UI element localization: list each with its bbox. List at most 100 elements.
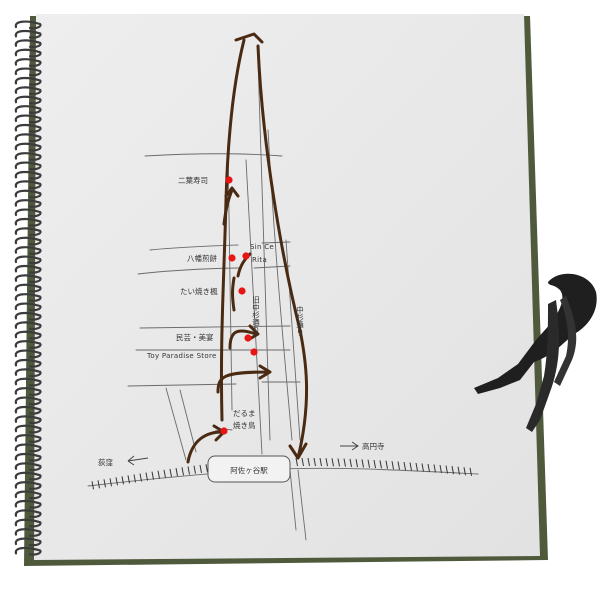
label-west-ogikubo: 荻窪 xyxy=(98,457,113,467)
rail-tie xyxy=(469,467,472,476)
rail-tie xyxy=(325,458,328,467)
spiral-coil xyxy=(14,170,42,180)
rail-tie xyxy=(427,463,430,473)
rail-tie xyxy=(139,473,142,482)
spiral-coil xyxy=(14,67,42,77)
walking-route xyxy=(186,32,309,464)
spiral-coil xyxy=(14,39,42,49)
rail-tie xyxy=(169,468,172,478)
west-arrow-icon xyxy=(127,455,149,466)
spiral-coil xyxy=(14,509,42,519)
spiral-coil xyxy=(14,95,42,105)
label-daruma-1: だるま xyxy=(233,409,256,418)
rail-tie xyxy=(367,459,370,468)
spiral-coil xyxy=(14,114,42,124)
spiral-coil xyxy=(14,311,42,321)
spiral-coil xyxy=(14,161,42,171)
spiral-coil xyxy=(14,264,42,274)
spiral-coil xyxy=(14,152,42,161)
rail-tie xyxy=(439,464,442,474)
rail-tie xyxy=(403,461,406,471)
label-taiyaki: たい焼き楓 xyxy=(180,286,218,296)
spiral-coil xyxy=(14,199,42,208)
spiral-coil xyxy=(14,274,42,284)
rail-tie xyxy=(391,461,394,470)
rail-tie xyxy=(379,460,382,469)
spiral-coil xyxy=(14,349,42,359)
spiral-coil xyxy=(14,105,42,114)
rail-tie xyxy=(145,472,148,481)
rail-tie xyxy=(133,474,136,483)
rail-tie xyxy=(421,463,424,472)
spiral-coil xyxy=(14,302,42,312)
east-arrow-icon xyxy=(340,441,359,451)
spiral-coil xyxy=(14,396,42,406)
rail-tie xyxy=(415,462,418,472)
spiral-coil xyxy=(14,490,42,500)
rail-tie xyxy=(157,470,160,479)
spiral-coil xyxy=(14,546,42,556)
spiral-coil xyxy=(14,481,42,490)
spiral-coil xyxy=(14,293,42,302)
rail-tie xyxy=(457,466,460,475)
spiral-coil xyxy=(14,358,42,368)
route-branch-2 xyxy=(216,364,272,394)
rail-tie xyxy=(433,464,436,473)
rail-tie xyxy=(397,461,400,470)
rail-tie xyxy=(115,477,118,486)
rail-tie xyxy=(319,457,322,467)
label-minami-biyo: 民芸・美宴 xyxy=(176,332,214,342)
rail-tie xyxy=(337,458,340,467)
rail-tie xyxy=(295,457,298,467)
label-toy-paradise: Toy Paradise Store xyxy=(146,352,217,360)
rail-tie xyxy=(445,465,448,474)
spiral-coil xyxy=(14,283,42,293)
spiral-coil xyxy=(14,434,42,443)
spiral-coil xyxy=(14,217,42,227)
marker-minami-biyo xyxy=(244,334,252,342)
marker-taiyaki xyxy=(238,287,246,295)
rail-tie xyxy=(343,458,346,467)
spiral-coil xyxy=(14,208,42,218)
rail-tie xyxy=(181,467,184,476)
direction-east: 高円寺 xyxy=(340,441,385,451)
rail-tie xyxy=(109,478,112,487)
spiral-coil xyxy=(14,227,42,237)
rail-tie xyxy=(121,476,124,485)
spiral-coil xyxy=(14,387,42,396)
rail-tie xyxy=(307,457,310,467)
rail-tie xyxy=(175,468,178,477)
spiral-coil xyxy=(14,20,42,30)
label-nakasugi-street: 中杉通り xyxy=(295,305,304,337)
direction-west: 荻窪 xyxy=(98,455,149,467)
marker-hachiman-mochi xyxy=(228,254,236,262)
rail-tie xyxy=(151,471,154,480)
route-branch-4 xyxy=(231,276,236,312)
spiral-binding xyxy=(14,20,42,556)
spiral-coil xyxy=(14,405,42,415)
rail-tie xyxy=(193,465,196,474)
label-hachiman-mochi: 八幡煎餅 xyxy=(187,253,217,263)
spiral-coil xyxy=(14,123,42,133)
spiral-coil xyxy=(14,58,42,67)
spiral-coil xyxy=(14,133,42,143)
spiral-coil xyxy=(14,76,42,86)
spiral-coil xyxy=(14,142,42,152)
spiral-coil xyxy=(14,86,42,96)
marker-toy-paradise xyxy=(250,348,258,356)
marker-futaba-sushi xyxy=(225,176,233,184)
rail-tie xyxy=(301,457,304,467)
label-old-nakasugi-street: 旧中杉通り xyxy=(251,296,260,334)
spiral-coil xyxy=(14,48,42,58)
spiral-coil xyxy=(14,415,42,425)
station-box xyxy=(207,455,291,483)
sketch-paper xyxy=(34,14,540,560)
label-east-koenji: 高円寺 xyxy=(362,441,385,451)
spiral-coil xyxy=(14,255,42,265)
spiral-coil xyxy=(14,330,42,340)
rail-tie xyxy=(463,467,466,476)
rail-tie xyxy=(451,466,454,475)
spiral-coil xyxy=(14,452,42,462)
label-sin-ce-rita-1: Sin Ce xyxy=(250,243,274,251)
